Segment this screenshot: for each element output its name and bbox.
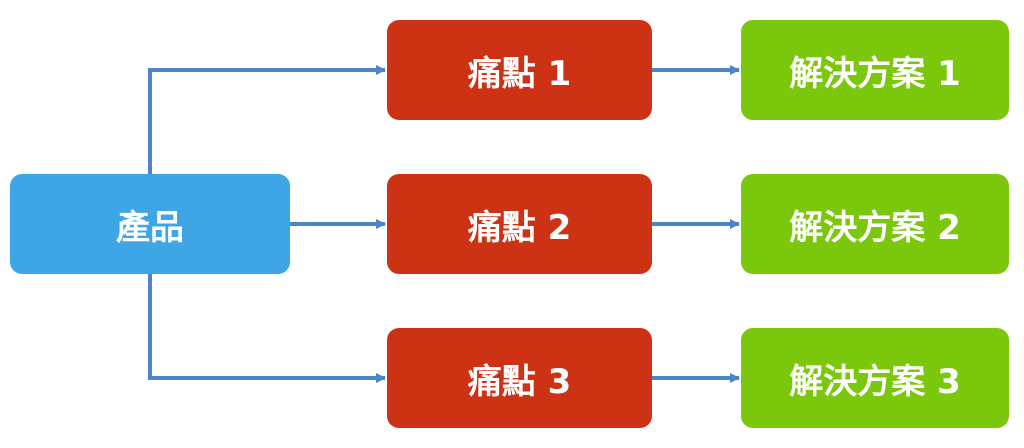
pain-label-1: 痛點 1	[467, 53, 572, 94]
solution-node-2[interactable]: 解決方案 2	[741, 174, 1009, 274]
solution-node-1[interactable]: 解決方案 1	[741, 20, 1009, 120]
pain-label-3: 痛點 3	[467, 361, 572, 402]
pain-node-1[interactable]: 痛點 1	[387, 20, 652, 120]
product-node[interactable]: 產品	[10, 174, 290, 274]
pain-node-2[interactable]: 痛點 2	[387, 174, 652, 274]
product-label: 產品	[116, 207, 184, 248]
solution-label-1: 解決方案 1	[789, 53, 961, 94]
solution-label-2: 解決方案 2	[789, 207, 961, 248]
pain-node-3[interactable]: 痛點 3	[387, 328, 652, 428]
solution-label-3: 解決方案 3	[789, 361, 961, 402]
pain-label-2: 痛點 2	[467, 207, 572, 248]
arrow-product-to-pain-3	[148, 274, 386, 383]
arrow-product-to-pain-1	[148, 65, 386, 174]
solution-node-3[interactable]: 解決方案 3	[741, 328, 1009, 428]
